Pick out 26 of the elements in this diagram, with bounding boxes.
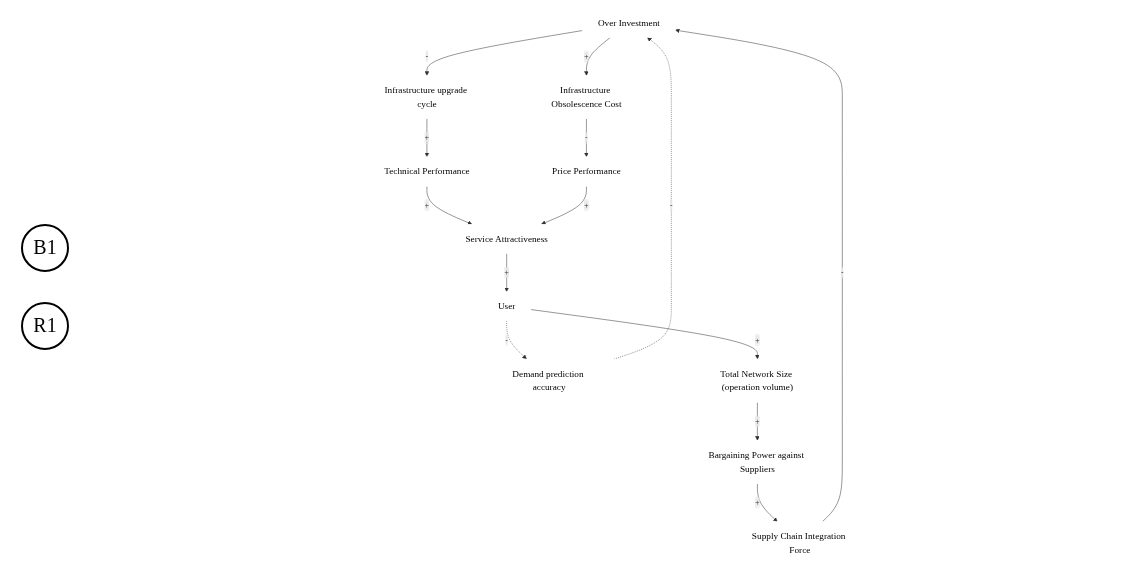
node-text: Supply Chain Integration Force bbox=[751, 530, 846, 556]
edge-label: - bbox=[669, 200, 673, 210]
node-text: Service Attractiveness bbox=[465, 233, 548, 244]
edge-label: + bbox=[754, 416, 760, 426]
node-text: Infrastructure Obsolescence Cost bbox=[550, 84, 622, 109]
edge-label: - bbox=[504, 335, 508, 345]
node-text: Infrastructure upgrade cycle bbox=[384, 84, 467, 109]
node-text: Bargaining Power against Suppliers bbox=[708, 449, 804, 474]
loop-marker: R1 bbox=[21, 301, 69, 350]
edge-label: + bbox=[424, 133, 429, 142]
edge-label: + bbox=[424, 200, 429, 210]
edge-label: + bbox=[754, 497, 760, 507]
edge-label: - bbox=[425, 51, 428, 61]
edge-label: - bbox=[584, 133, 588, 142]
edge-label: + bbox=[503, 267, 509, 277]
node-text: Price Performance bbox=[551, 166, 621, 177]
edge-label: + bbox=[754, 335, 760, 345]
node-text: Technical Performance bbox=[383, 166, 470, 177]
edge-label: + bbox=[583, 200, 589, 210]
node-text: Demand prediction accuracy bbox=[511, 368, 584, 393]
node-text: Over Investment bbox=[597, 17, 660, 28]
node-text: User bbox=[497, 300, 516, 312]
edge-label: - bbox=[840, 267, 844, 277]
node-text: Total Network Size (operation volume) bbox=[719, 368, 793, 393]
edge-label: + bbox=[583, 51, 589, 61]
loop-marker: B1 bbox=[21, 223, 69, 272]
